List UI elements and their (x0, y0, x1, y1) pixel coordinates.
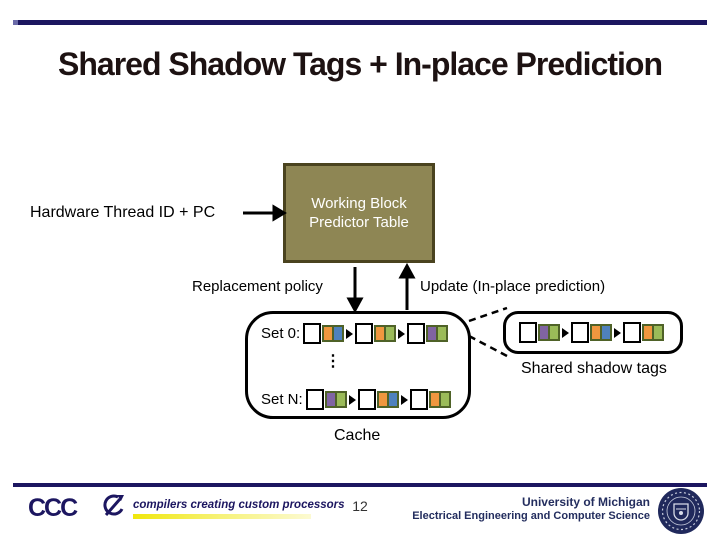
setN-row (305, 389, 451, 410)
orange-cell (376, 327, 385, 340)
tagline-underline (133, 514, 311, 519)
predictor-pair (428, 391, 451, 408)
dashed-connector-icon (468, 306, 508, 358)
cache-way (303, 323, 345, 344)
page-number: 12 (352, 498, 368, 514)
slide-title: Shared Shadow Tags + In-place Prediction (58, 46, 663, 82)
cache-box: Set 0: Set N: (245, 311, 471, 419)
cache-way (355, 323, 397, 344)
predictor-table-box: Working Block Predictor Table (283, 163, 435, 263)
footer-rule (13, 483, 707, 487)
orange-cell (430, 393, 439, 406)
cache-way (357, 389, 399, 410)
ccc-logo-text: CCC (28, 494, 78, 522)
cache-label: Cache (334, 427, 381, 444)
purple-cell (540, 326, 548, 339)
green-cell (336, 393, 345, 406)
predictor-pair (642, 324, 664, 341)
purple-cell (326, 393, 335, 406)
orange-cell (592, 326, 600, 339)
top-rule (13, 20, 707, 25)
green-cell (550, 326, 558, 339)
orange-cell (324, 327, 333, 340)
shadow-tags-box (503, 311, 683, 354)
tag-box (305, 389, 324, 410)
way-arrow-icon (562, 327, 569, 338)
predictor-pair (376, 391, 399, 408)
input-label: Hardware Thread ID + PC (30, 204, 216, 221)
ellipsis: ⋮ (325, 353, 341, 370)
ccc-logo-icon (103, 494, 124, 516)
predictor-pair (538, 324, 560, 341)
cache-way (305, 389, 347, 410)
ccc-tagline: compilers creating custom processors (133, 499, 345, 511)
predictor-pair (374, 325, 397, 342)
blue-cell (334, 327, 343, 340)
way-arrow-icon (614, 327, 621, 338)
setN-label: Set N: (261, 391, 303, 408)
predictor-pair (324, 391, 347, 408)
way-arrow-icon (400, 394, 408, 405)
tag-box (409, 389, 428, 410)
tag-box (303, 323, 322, 344)
update-label: Update (In-place prediction) (420, 278, 606, 295)
blue-cell (388, 393, 397, 406)
set0-label: Set 0: (261, 325, 301, 342)
set0-row (303, 323, 449, 344)
tag-box (355, 323, 374, 344)
green-cell (438, 327, 447, 340)
top-rule-cap (13, 20, 18, 25)
orange-cell (378, 393, 387, 406)
cache-way (409, 389, 451, 410)
umich-seal-icon (658, 488, 704, 534)
way-arrow-icon (348, 394, 356, 405)
orange-cell (644, 326, 652, 339)
shadow-row (519, 322, 664, 343)
blue-cell (602, 326, 610, 339)
green-cell (654, 326, 662, 339)
cache-way (623, 322, 664, 343)
predictor-pair (322, 325, 345, 342)
tag-box (519, 322, 537, 343)
predictor-pair (426, 325, 449, 342)
way-arrow-icon (398, 328, 406, 339)
cache-way (519, 322, 560, 343)
org-dept: Electrical Engineering and Computer Scie… (412, 510, 650, 522)
cache-way (571, 322, 612, 343)
green-cell (440, 393, 449, 406)
tag-box (623, 322, 641, 343)
tag-box (407, 323, 426, 344)
shadow-tags-label: Shared shadow tags (521, 360, 667, 377)
tag-box (571, 322, 589, 343)
org-name: University of Michigan (521, 495, 650, 509)
cache-way (407, 323, 449, 344)
purple-cell (428, 327, 437, 340)
way-arrow-icon (346, 328, 354, 339)
green-cell (386, 327, 395, 340)
tag-box (357, 389, 376, 410)
predictor-pair (590, 324, 612, 341)
replacement-policy-label: Replacement policy (192, 278, 323, 295)
org-block: University of Michigan Electrical Engine… (412, 495, 650, 524)
predictor-table-label: Working Block Predictor Table (309, 194, 409, 232)
